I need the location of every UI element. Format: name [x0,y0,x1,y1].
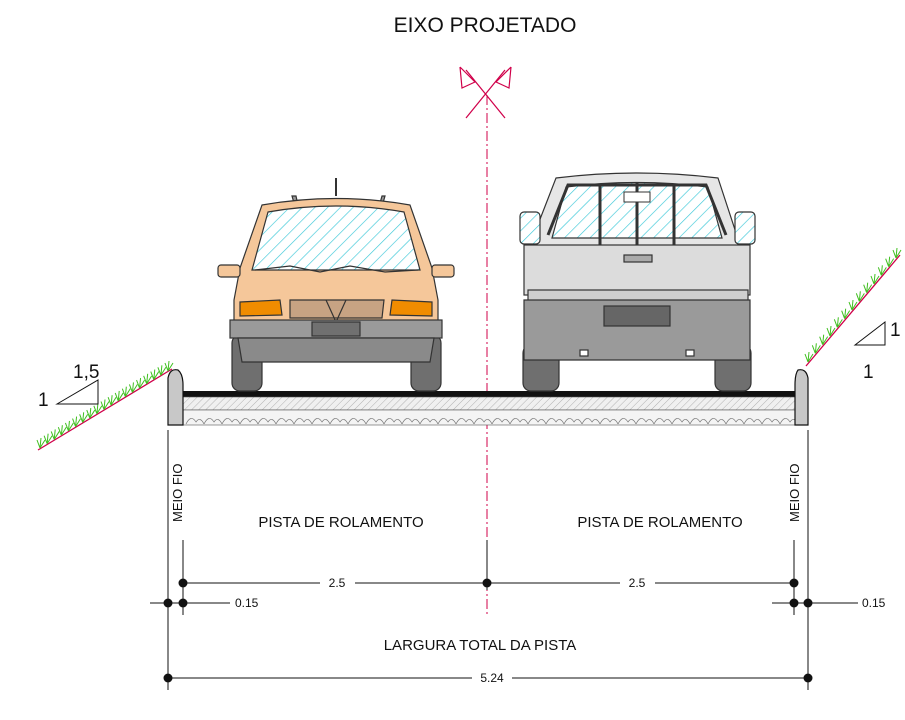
right-slope-horizontal: 1 [890,320,901,341]
total-dimension-line: 5.24 [163,671,813,685]
grass-tick [64,420,74,432]
left-embankment [36,360,174,451]
right-curb-width: 0.15 [862,596,886,610]
grass-tick [157,365,167,376]
pickup-rear-view [519,172,756,392]
grass-tick [107,395,117,406]
left-lane-width: 2.5 [329,576,346,590]
grass-tick [121,386,131,397]
car-front-view [217,178,455,392]
grass-tick [855,291,865,302]
total-width-label: LARGURA TOTAL DA PISTA [384,637,577,654]
grass-tick [93,403,103,415]
grass-tick [870,273,880,285]
grass-tick [826,325,836,337]
grass-tick [811,343,821,354]
grass-tick [72,416,81,427]
curb-dimension-line: 0.15 0.15 [150,596,886,610]
grass-tick [50,429,60,440]
grass-tick [848,299,858,311]
axis-title: EIXO PROJETADO [394,14,577,37]
right-slope-indicator: 1 1 [853,320,901,383]
left-slope-vertical: 1 [38,390,49,411]
grass-tick [833,317,843,328]
pavement-structure [181,391,799,426]
grass-tick [863,282,873,293]
lane-dimension-line: 2.5 2.5 [178,576,799,590]
grass-tick [114,390,124,402]
grass-tick [150,369,160,380]
total-width-value: 5.24 [480,671,504,685]
grass-tick [804,351,814,363]
left-curb [167,369,184,426]
grass-tick [164,360,174,372]
left-curb-width: 0.15 [235,596,259,610]
right-lane-width: 2.5 [629,576,646,590]
grass-tick [819,334,829,345]
right-curb [794,369,809,426]
right-curb-label: MEIO FIO [787,464,802,523]
grass-tick [892,247,902,259]
axis-symbol [459,66,512,119]
grass-tick [128,382,138,393]
left-slope-horizontal: 1,5 [73,362,99,383]
right-lane-label: PISTA DE ROLAMENTO [577,514,742,531]
grass-tick [885,256,895,267]
left-slope-indicator: 1,5 1 [38,362,99,411]
grass-tick [841,308,851,319]
grass-tick [100,399,110,410]
grass-tick [43,433,53,444]
grass-tick [136,378,145,389]
left-curb-label: MEIO FIO [170,464,185,523]
left-lane-label: PISTA DE ROLAMENTO [258,514,423,531]
right-slope-vertical: 1 [863,362,874,383]
right-embankment [804,247,902,367]
grass-tick [57,425,67,436]
grass-tick [79,412,89,423]
grass-tick [36,437,46,449]
grass-tick [143,373,153,385]
grass-tick [877,265,887,276]
grass-tick [86,408,96,419]
